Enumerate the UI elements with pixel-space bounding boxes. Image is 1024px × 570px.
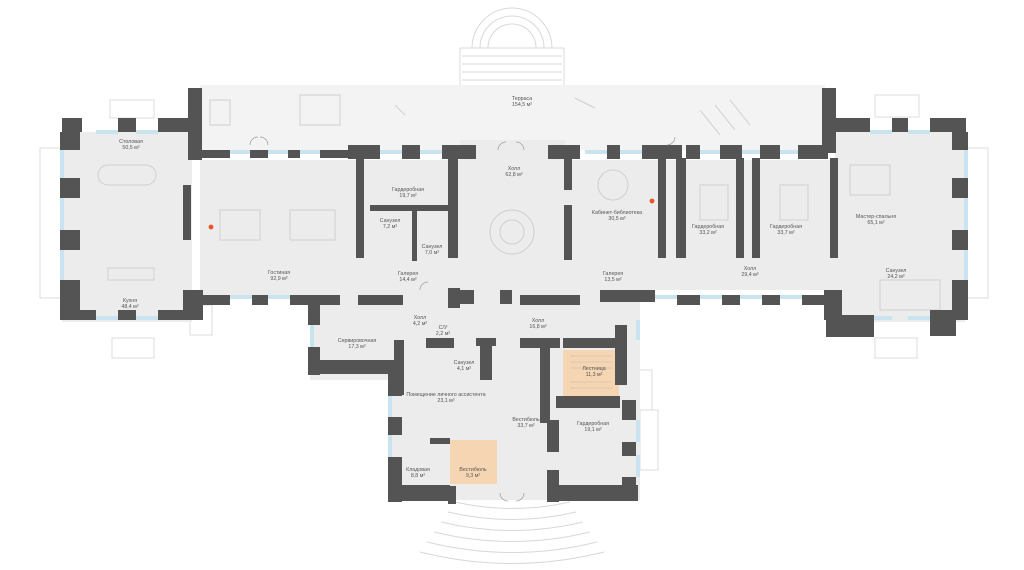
room-name: Санузел (421, 244, 443, 250)
room-name: Столовая (119, 139, 143, 145)
room-area: 19,7 м² (399, 193, 417, 200)
room-area: 4,2 м² (412, 321, 428, 328)
room-name: С/У (438, 325, 448, 331)
room-name: Холл (743, 266, 757, 272)
walls (60, 88, 968, 504)
room-area: 92,9 м² (270, 276, 288, 283)
room-name: Галерея (602, 271, 624, 277)
room-area: 16,8 м² (529, 324, 547, 331)
room-area: 17,3 м² (348, 344, 366, 351)
top-rotunda (459, 7, 565, 89)
room-area: 24,2 м² (887, 274, 905, 281)
room-area: 9,3 м² (465, 473, 481, 480)
room-name: Холл (531, 318, 545, 324)
door-swings (249, 136, 676, 502)
room-area: 7,0 м² (424, 250, 440, 257)
room-name: Санузел (379, 218, 401, 224)
room-name: Гостиная (267, 270, 291, 276)
entrance-steps (419, 501, 605, 564)
room-name: Лестница (582, 366, 606, 372)
room-name: Холл (507, 166, 521, 172)
room-name: Вестибюль (512, 417, 540, 423)
room-area: 33,7 м² (777, 230, 795, 237)
room-name: Гардеробная (769, 224, 803, 230)
room-name: Помещение личного ассистента (406, 392, 486, 398)
room-name: Мастер-спальня (855, 214, 897, 220)
staircase (570, 355, 612, 389)
room-area: 7,2 м² (382, 224, 398, 231)
room-area: 62,8 м² (505, 172, 523, 179)
room-area: 4,1 м² (456, 366, 472, 373)
room-name: Сервировочная (337, 338, 377, 344)
room-area: 48,4 м² (121, 304, 139, 311)
room-area: 13,5 м² (604, 277, 622, 284)
room-area: 29,4 м² (741, 272, 759, 279)
room-area: 2,2 м² (435, 331, 451, 338)
site-outlines (39, 94, 989, 471)
room-name: Кухня (122, 298, 138, 304)
room-name: Санузел (453, 360, 475, 366)
room-area: 33,2 м² (699, 230, 717, 237)
room-area: 30,5 м² (608, 216, 626, 223)
room-area: 50,5 м² (122, 145, 140, 152)
room-area: 19,1 м² (584, 427, 602, 434)
room-area: 8,8 м² (410, 473, 426, 480)
room-name: Галерея (397, 271, 419, 277)
stair-highlight (563, 350, 619, 396)
room-name: Гардеробная (576, 421, 610, 427)
room-name: Кладовая (406, 467, 430, 473)
room-area: 154,5 м² (511, 102, 533, 109)
room-area: 23,1 м² (437, 398, 455, 405)
room-name: Вестибюль (459, 467, 487, 473)
vestibule-highlight (450, 440, 497, 484)
room-name: Кабинет-библиотека (591, 210, 643, 216)
room-name: Гардеробная (391, 187, 425, 193)
room-area: 14,4 м² (399, 277, 417, 284)
room-name: Терраса (511, 96, 533, 102)
room-name: Гардеробная (691, 224, 725, 230)
room-area: 65,1 м² (867, 220, 885, 227)
room-name: Холл (413, 315, 427, 321)
room-area: 11,3 м² (585, 372, 603, 379)
room-area: 33,7 м² (517, 423, 535, 430)
furniture (97, 94, 941, 311)
terrace-floor (200, 85, 825, 150)
windows (60, 130, 968, 477)
room-name: Санузел (885, 268, 907, 274)
fire-markers (208, 198, 655, 230)
